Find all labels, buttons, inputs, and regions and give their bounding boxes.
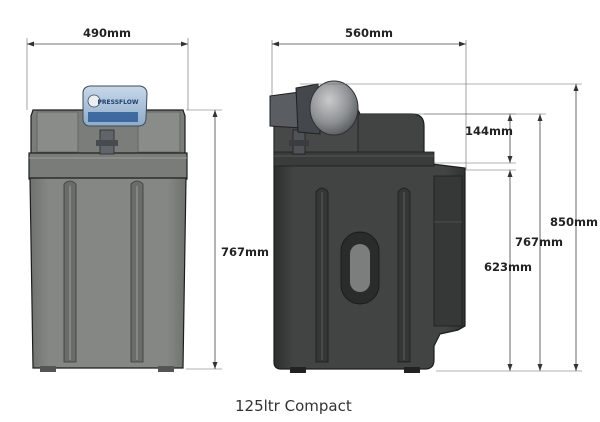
front-tank-body — [28, 109, 188, 372]
side-step-height-dimension: 623mm — [436, 169, 582, 372]
side-rib-left — [315, 187, 329, 363]
front-height-label: 767mm — [221, 245, 269, 259]
side-body-height-label: 767mm — [515, 235, 563, 249]
side-step-height-label: 623mm — [484, 260, 532, 274]
controller-brand-text: PRESSFLOW — [98, 99, 139, 106]
pump-dome-icon — [309, 80, 359, 136]
side-total-height-dimension: 850mm — [300, 83, 598, 371]
caption: 125ltr Compact — [235, 397, 352, 415]
side-width-dimension: 560mm — [271, 26, 467, 170]
front-height-dimension: 767mm — [186, 109, 269, 370]
side-tank-body — [273, 109, 466, 373]
front-view: 490mm — [26, 26, 269, 372]
side-total-height-label: 850mm — [550, 215, 598, 229]
front-width-dimension: 490mm — [26, 26, 189, 110]
side-step-label: 144mm — [465, 124, 513, 138]
side-rib-right — [397, 187, 411, 363]
front-width-label: 490mm — [83, 26, 131, 40]
side-handle-slot — [340, 231, 380, 305]
front-pump-controller: PRESSFLOW — [82, 85, 148, 155]
side-pump-assembly — [269, 80, 359, 155]
side-width-label: 560mm — [345, 26, 393, 40]
gauge-icon — [87, 94, 101, 108]
side-body-height-dimension: 767mm — [424, 113, 563, 371]
side-view: 560mm — [269, 26, 598, 373]
front-rib-right — [130, 180, 144, 363]
front-rib-left — [63, 180, 77, 363]
